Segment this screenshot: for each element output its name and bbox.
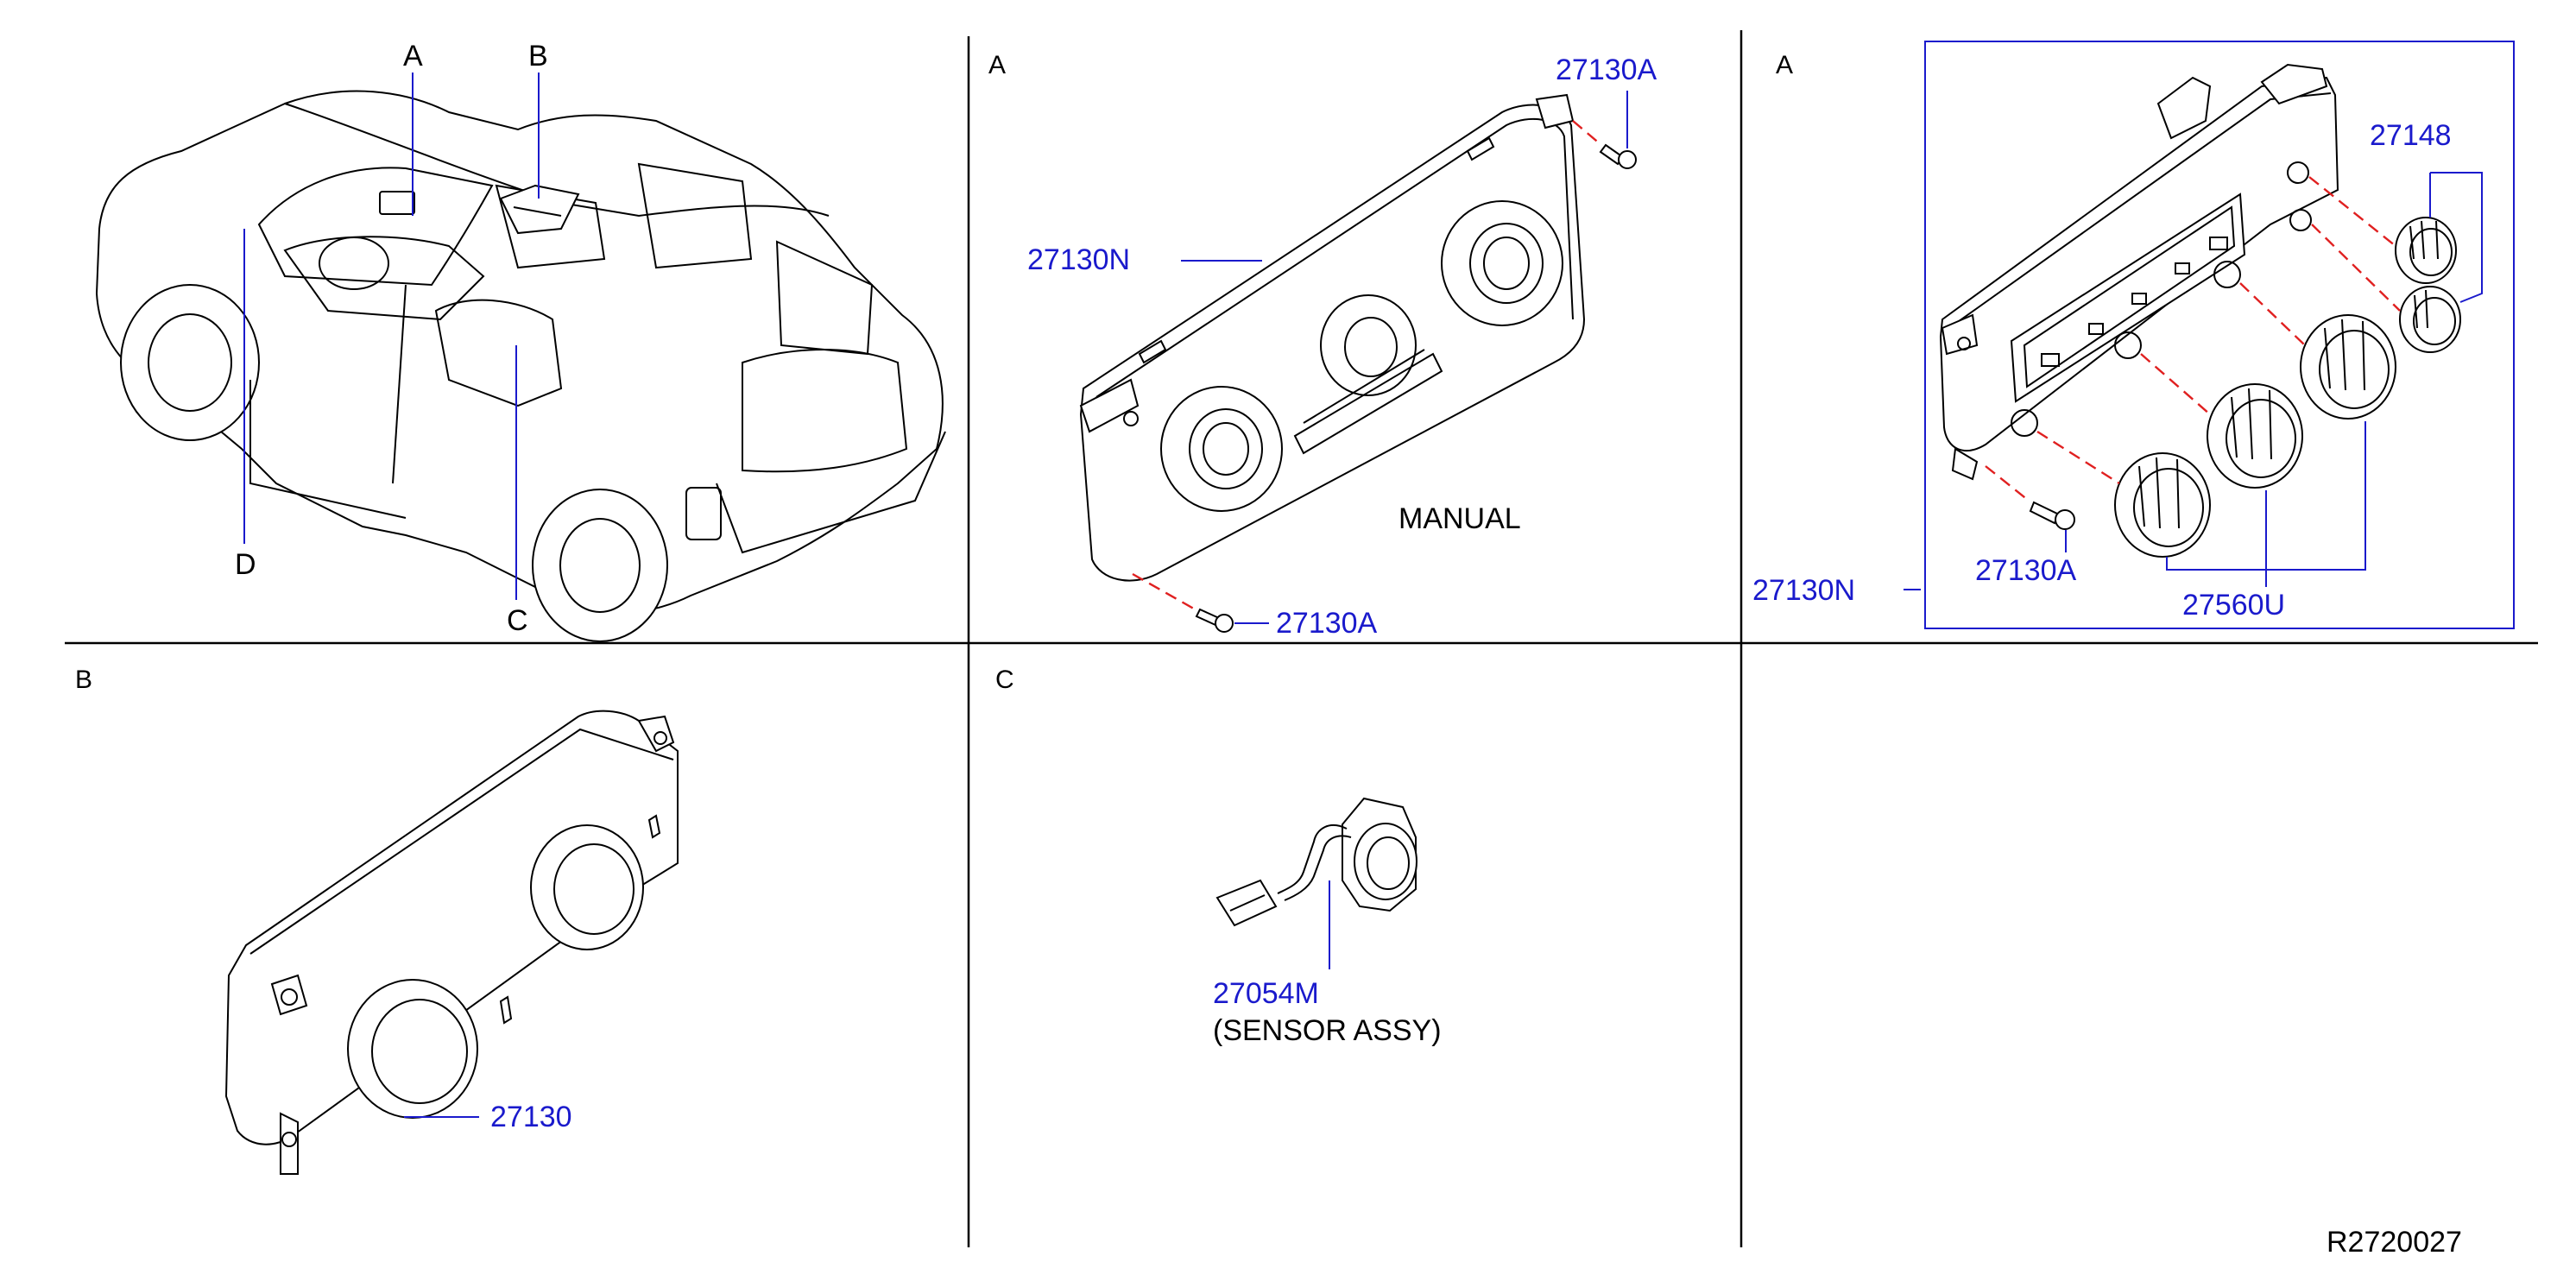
callout-c: C (507, 604, 528, 637)
part-number-27130n: 27130N (1027, 243, 1130, 276)
screw-27130a-exploded (2029, 501, 2075, 530)
part-number-27560u: 27560U (2182, 589, 2285, 622)
section-letter-b: B (75, 666, 92, 694)
part-number-27130n-exploded: 27130N (1752, 574, 1855, 607)
rear-control-panel (224, 710, 679, 1175)
knob-27148-lower (2399, 286, 2461, 353)
callout-a: A (403, 40, 423, 73)
vehicle-section: A B C D (95, 40, 946, 642)
knob-27560u-3 (2300, 314, 2396, 420)
vehicle-illustration (95, 90, 946, 642)
part-number-27148: 27148 (2370, 119, 2452, 152)
section-letter-c: C (995, 666, 1014, 694)
callout-b: B (528, 40, 548, 73)
manual-control-panel (1079, 93, 1586, 582)
grid-dividers (65, 30, 2538, 1247)
section-a-manual: A (988, 51, 1657, 640)
diagram-id: R2720027 (2327, 1226, 2462, 1259)
knob-27560u-1 (2114, 452, 2211, 558)
sensor-assy (1215, 797, 1417, 927)
part-number-27130: 27130 (490, 1101, 572, 1133)
screw-bottom (1195, 608, 1234, 633)
screw-top (1599, 143, 1637, 169)
section-b: B 27130 (75, 666, 679, 1175)
part-number-27054m: 27054M (1213, 977, 1319, 1010)
part-number-27130a-bottom: 27130A (1276, 607, 1378, 640)
part-number-27130a-top: 27130A (1556, 54, 1657, 86)
section-c: C 27054M (SENSOR ASSY) (995, 666, 1442, 1047)
part-description-sensor-assy: (SENSOR ASSY) (1213, 1014, 1442, 1047)
section-letter-a: A (988, 51, 1006, 79)
variant-label-manual: MANUAL (1398, 502, 1521, 535)
assembly-frame (1924, 41, 2515, 629)
knob-27560u-2 (2207, 383, 2303, 489)
part-number-27130a-exploded: 27130A (1975, 554, 2077, 587)
section-a-exploded: A (1752, 41, 2515, 629)
knob-27148-upper (2395, 217, 2457, 284)
auto-control-panel (1939, 63, 2339, 481)
callout-d: D (235, 548, 256, 581)
section-letter-a-exploded: A (1776, 51, 1793, 79)
